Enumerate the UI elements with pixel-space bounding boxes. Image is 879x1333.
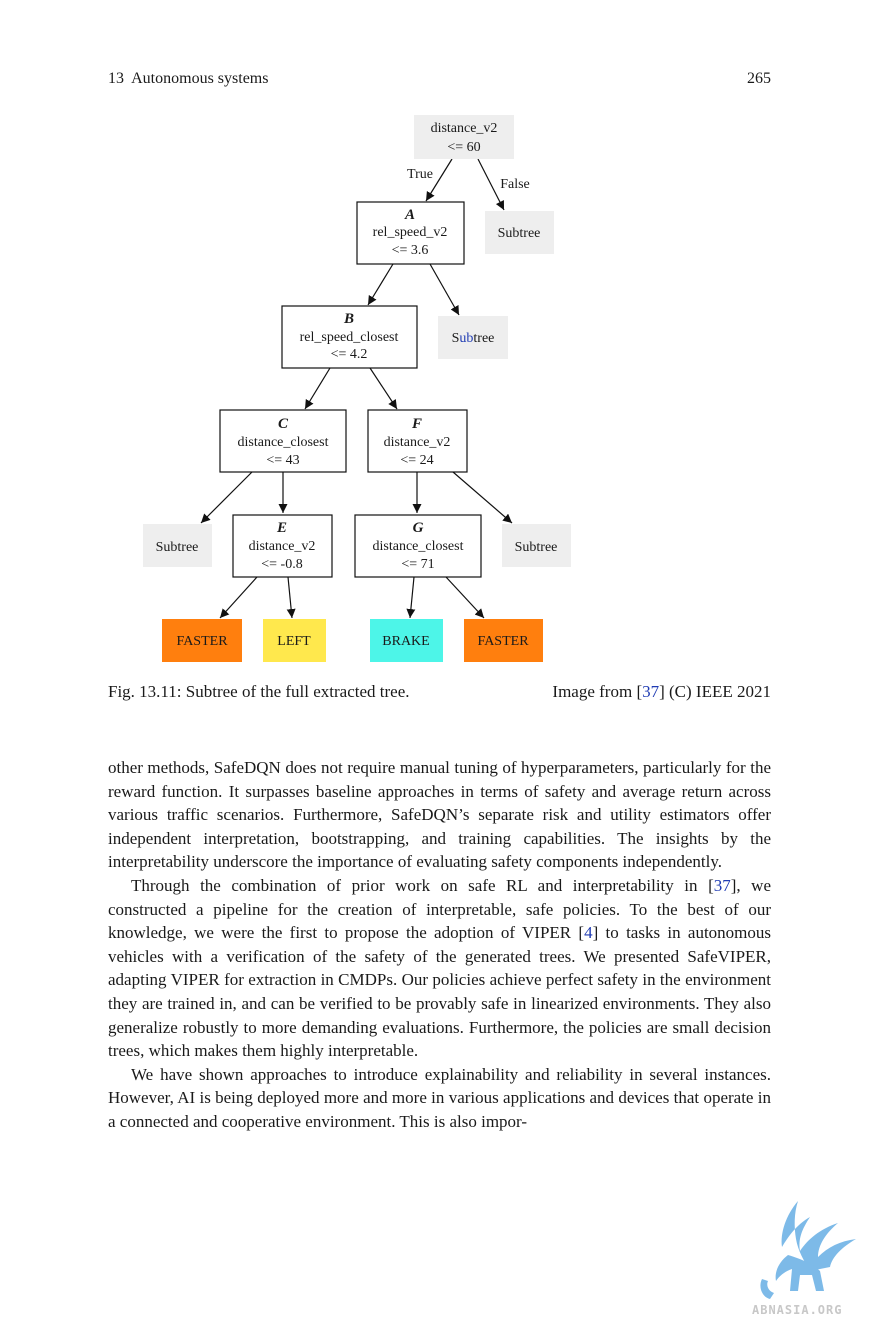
node-A-title: A [404,207,415,223]
edge-F-subtree [452,471,513,524]
leaf-brake: BRAKE [370,619,443,662]
node-F-subtree: Subtree [502,524,571,567]
node-E: E distance_v2 <= -0.8 [232,514,333,578]
node-E-title: E [276,520,287,536]
paragraph-text: ], we constructed a pipeline for the cre… [108,875,771,943]
node-C-threshold: <= 43 [266,453,299,468]
node-C-subtree: Subtree [143,524,212,567]
node-root: distance_v2 <= 60 [414,115,514,159]
citation-link[interactable]: 37 [713,875,731,895]
node-B-threshold: <= 4.2 [331,347,368,362]
paragraph-text: ] to tasks in autonomous vehicles with a… [108,923,772,1061]
chapter-title: 13 Autonomous systems [108,70,269,87]
leaf-left: LEFT [263,619,326,662]
tree-edges [200,158,513,619]
node-G: G distance_closest <= 71 [354,514,482,578]
edge-label-false: False [500,177,530,192]
node-G-threshold: <= 71 [401,557,434,572]
paragraph-2: Through the combination of prior work on… [108,874,771,1063]
edge-A-subtree [429,263,460,316]
edge-label-true: True [407,167,433,182]
node-G-title: G [413,520,424,536]
node-root-subtree-label: Subtree [498,226,541,241]
node-A-threshold: <= 3.6 [392,243,429,258]
page-number: 265 [747,70,771,87]
node-F-subtree-label: Subtree [515,540,558,555]
paragraph-1: other methods, SafeDQN does not require … [108,756,771,874]
node-F-feature: distance_v2 [384,435,451,450]
leaf-faster-2: FASTER [464,619,543,662]
node-B: B rel_speed_closest <= 4.2 [281,305,418,369]
leaf-faster-2-label: FASTER [477,634,529,649]
edge-G-faster [445,576,485,619]
leaf-left-label: LEFT [277,634,311,649]
edge-B-C [304,367,331,410]
node-root-subtree: Subtree [485,211,554,254]
node-C-title: C [278,416,289,432]
leaf-faster-1: FASTER [162,619,242,662]
watermark-text: ABNASIA.ORG [752,1303,843,1317]
edge-root-A [425,158,453,202]
citation-link[interactable]: 4 [584,923,593,943]
node-A-subtree: Subtree [438,316,508,359]
figure-caption: Fig. 13.11: Subtree of the full extracte… [108,682,771,706]
caption-credit: Image from [37] (C) IEEE 2021 [552,682,771,701]
edge-G-brake [406,576,416,619]
node-F: F distance_v2 <= 24 [367,409,468,473]
edge-A-B [367,263,394,306]
paragraph-3: We have shown approaches to introduce ex… [108,1063,771,1134]
leaf-faster-1-label: FASTER [176,634,228,649]
decision-tree-figure: True False distance_v2 <= 60 A rel_speed… [143,115,571,662]
node-A: A rel_speed_v2 <= 3.6 [356,201,465,265]
paragraph-text: other methods, SafeDQN does not require … [108,758,771,872]
node-F-threshold: <= 24 [400,453,433,468]
caption-text: Fig. 13.11: Subtree of the full extracte… [108,682,410,701]
caption-reference-link[interactable]: 37 [642,682,660,701]
edge-E-left [286,576,296,619]
watermark-logo [740,1195,879,1325]
node-G-feature: distance_closest [373,539,464,554]
node-A-feature: rel_speed_v2 [373,225,448,240]
node-E-feature: distance_v2 [249,539,316,554]
griffin-logo-icon [760,1201,856,1299]
node-root-threshold: <= 60 [447,140,480,155]
leaf-brake-label: BRAKE [382,634,429,649]
node-A-subtree-label: Subtree [452,331,495,346]
edge-root-subtree [477,158,505,211]
edge-E-faster [219,576,258,619]
node-B-title: B [343,311,354,327]
edge-C-subtree [200,471,253,524]
node-C-subtree-label: Subtree [156,540,199,555]
node-E-threshold: <= -0.8 [261,557,302,572]
node-C-feature: distance_closest [238,435,329,450]
node-root-feature: distance_v2 [431,121,498,136]
node-F-title: F [411,416,422,432]
paragraph-text: Through the combination of prior work on… [131,875,714,895]
body-text: other methods, SafeDQN does not require … [108,756,771,1134]
running-head: 13 Autonomous systems 265 [108,68,771,92]
edge-B-F [369,367,398,410]
node-C: C distance_closest <= 43 [219,409,347,473]
paragraph-text: We have shown approaches to introduce ex… [108,1064,771,1131]
node-B-feature: rel_speed_closest [300,330,399,345]
